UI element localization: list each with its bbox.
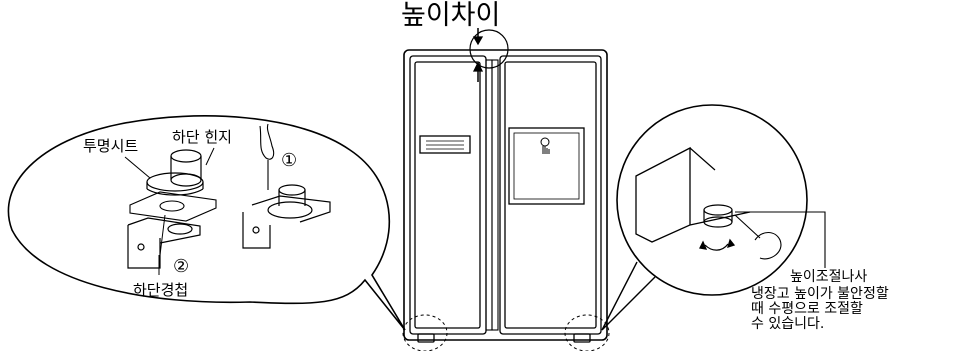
control-panel [420, 136, 470, 153]
dispenser [509, 128, 584, 204]
height-difference-title: 높이차이 [401, 2, 500, 29]
hand-with-screwdriver [735, 215, 781, 259]
transparent-sheet [130, 192, 216, 221]
lower-hinge-label: 하단 힌지 [172, 130, 232, 145]
note-line: 수 있습니다. [751, 317, 889, 332]
refrigerator [403, 28, 609, 351]
leveling-screw [704, 205, 732, 227]
assembled-hinge [243, 185, 330, 248]
leveling-note: 냉장고 높이가 불안정할 때 수평으로 조절할 수 있습니다. [751, 287, 889, 332]
left-callout-bubble [8, 116, 405, 330]
transparent-sheet-label: 투명시트 [83, 139, 138, 154]
leveling-screw-label: 높이조절나사 [790, 270, 867, 284]
note-line: 때 수평으로 조절할 [751, 302, 889, 317]
lower-hinge-part [147, 150, 203, 195]
lower-bracket-label: 하단경첩 [133, 283, 188, 298]
note-line: 냉장고 높이가 불안정할 [751, 287, 889, 302]
step-1-marker: ① [281, 152, 297, 170]
hand-touch-icon [541, 138, 549, 154]
step-2-marker: ② [173, 258, 189, 276]
lower-bracket-part [128, 215, 200, 275]
height-gap-circle [470, 30, 508, 68]
hand-with-tool [260, 124, 274, 190]
